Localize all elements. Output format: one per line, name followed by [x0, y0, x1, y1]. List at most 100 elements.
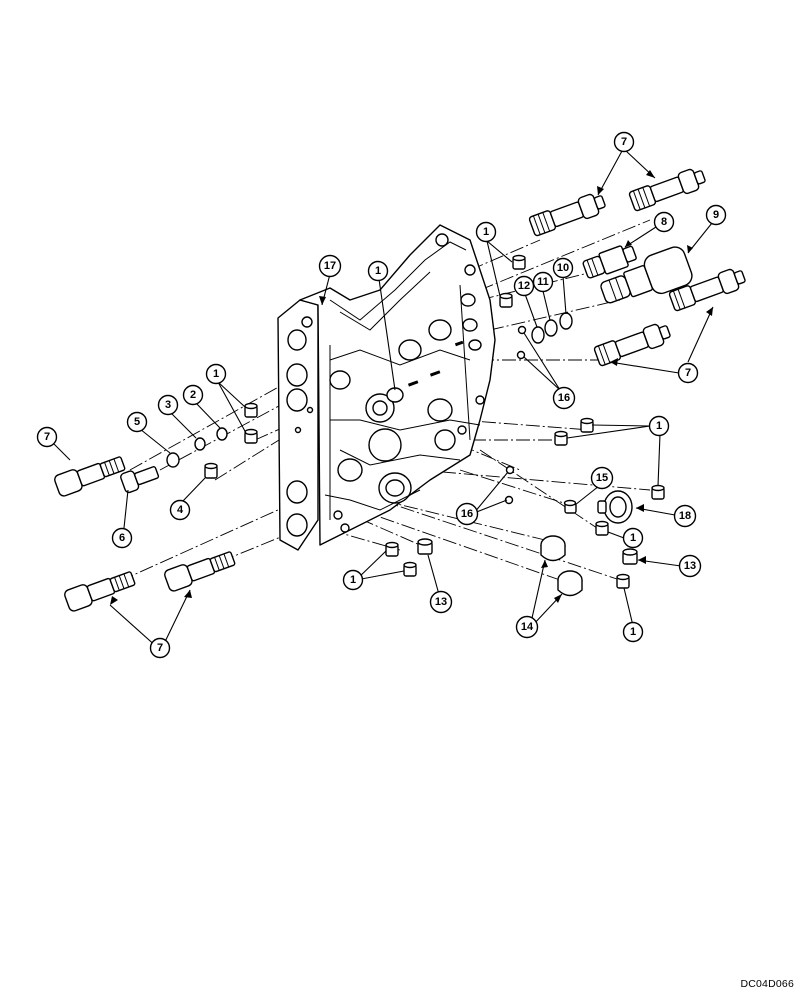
- o-ring-11: [544, 319, 558, 337]
- svg-text:13: 13: [435, 596, 447, 608]
- plug-13: [417, 538, 433, 555]
- valve-body: [277, 224, 496, 551]
- callout-8: 8: [653, 211, 675, 233]
- plug: [554, 430, 568, 446]
- callout-6: 6: [111, 527, 133, 549]
- callout-1-left: 1: [205, 363, 227, 385]
- plug: [244, 402, 258, 418]
- callout-3: 3: [157, 394, 179, 416]
- plug: [385, 541, 399, 557]
- svg-text:1: 1: [213, 368, 219, 380]
- callouts: 7 1 8 9 17 1 11 10 12 16 7 1 3 2 5 7 1 4…: [36, 131, 727, 659]
- svg-text:7: 7: [685, 367, 691, 379]
- svg-text:1: 1: [630, 532, 636, 544]
- svg-text:1: 1: [483, 226, 489, 238]
- svg-text:14: 14: [521, 621, 534, 633]
- ball-16: [505, 465, 515, 475]
- solenoid-valve-right-2: [593, 323, 671, 367]
- o-ring-10: [559, 312, 573, 330]
- solenoid-valve-left: [54, 456, 126, 497]
- plug: [499, 292, 513, 308]
- plug: [244, 428, 258, 444]
- o-ring-12: [531, 326, 545, 344]
- plug: [651, 484, 665, 500]
- plug: [595, 520, 609, 536]
- plug: [403, 561, 417, 577]
- svg-text:6: 6: [119, 532, 125, 544]
- callout-16-lower: 16: [455, 502, 479, 526]
- svg-text:15: 15: [596, 472, 608, 484]
- o-ring-5: [166, 452, 180, 468]
- svg-text:7: 7: [44, 431, 50, 443]
- svg-text:12: 12: [518, 280, 530, 292]
- svg-text:1: 1: [630, 626, 636, 638]
- plug: [616, 573, 630, 589]
- svg-text:7: 7: [157, 642, 163, 654]
- callout-14: 14: [515, 615, 539, 639]
- svg-text:7: 7: [621, 136, 627, 148]
- fitting-4: [204, 462, 218, 479]
- solenoid-valve-top-2: [628, 168, 706, 212]
- callout-1-top: 1: [475, 221, 497, 243]
- callout-15: 15: [590, 466, 614, 490]
- drawing-code: DC04D066: [740, 978, 794, 990]
- ball-16: [516, 350, 526, 360]
- callout-9: 9: [705, 204, 727, 226]
- svg-text:1: 1: [375, 265, 381, 277]
- svg-text:18: 18: [679, 510, 691, 522]
- o-ring-3: [194, 437, 206, 451]
- callout-7-top: 7: [613, 131, 635, 153]
- cup-14: [557, 570, 583, 597]
- svg-text:1: 1: [656, 420, 662, 432]
- callout-17: 17: [318, 254, 342, 278]
- valve-plug-6: [120, 466, 160, 494]
- svg-text:16: 16: [461, 508, 473, 520]
- solenoid-valve-bottom-1: [64, 571, 136, 612]
- callout-7-right: 7: [677, 362, 699, 384]
- svg-text:2: 2: [190, 389, 196, 401]
- solenoid-valve-right-1: [668, 268, 746, 312]
- callout-7-bottom: 7: [149, 637, 171, 659]
- svg-text:1: 1: [350, 574, 356, 586]
- callout-5: 5: [126, 411, 148, 433]
- svg-text:9: 9: [713, 209, 719, 221]
- callout-12: 12: [513, 275, 535, 297]
- solenoid-valve-bottom-2: [164, 551, 236, 592]
- svg-text:11: 11: [537, 276, 549, 288]
- arrowheads: [110, 170, 713, 605]
- svg-text:17: 17: [324, 260, 336, 272]
- plug-15: [563, 499, 577, 514]
- plug: [580, 417, 594, 433]
- callout-16-upper: 16: [552, 386, 576, 410]
- callout-13-right: 13: [678, 554, 702, 578]
- small-parts: [166, 254, 665, 597]
- sensor-18: [597, 490, 633, 524]
- proportional-valve-9: [600, 246, 693, 304]
- ball-16: [517, 325, 527, 335]
- cup-14: [540, 535, 566, 562]
- svg-text:4: 4: [177, 504, 184, 516]
- svg-text:3: 3: [165, 399, 171, 411]
- callout-1-right: 1: [648, 415, 670, 437]
- plug: [512, 254, 526, 270]
- svg-text:5: 5: [134, 416, 140, 428]
- o-ring-2: [216, 427, 228, 441]
- plug-13: [622, 548, 638, 565]
- callout-13-bottom: 13: [429, 590, 453, 614]
- pressure-valve-8: [582, 245, 637, 279]
- callout-7-left: 7: [36, 426, 58, 448]
- callout-1-mid: 1: [622, 527, 644, 549]
- svg-text:8: 8: [661, 216, 667, 228]
- callout-1-bottom-left: 1: [342, 569, 364, 591]
- callout-4: 4: [169, 499, 191, 521]
- svg-text:16: 16: [558, 392, 570, 404]
- leader-lines: [53, 150, 714, 649]
- svg-text:10: 10: [557, 262, 569, 274]
- callout-1-bottom-right: 1: [622, 621, 644, 643]
- callout-11: 11: [532, 271, 554, 293]
- callout-10: 10: [552, 257, 574, 279]
- callout-2: 2: [182, 384, 204, 406]
- svg-text:13: 13: [684, 560, 696, 572]
- callout-18: 18: [673, 504, 697, 528]
